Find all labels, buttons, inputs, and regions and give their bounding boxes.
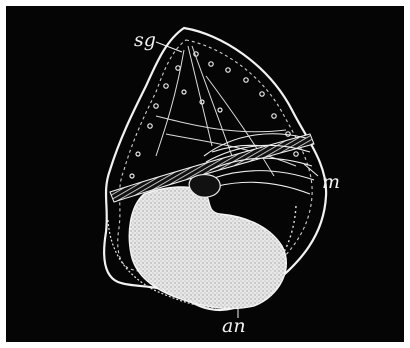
engraving-figure: sg m an <box>6 6 404 342</box>
label-an: an <box>222 315 246 337</box>
label-m: m <box>322 171 340 193</box>
label-sg: sg <box>134 29 156 51</box>
stippled-mass <box>129 187 286 309</box>
engraving-svg: sg m an <box>6 6 404 342</box>
small-sac <box>189 175 220 198</box>
